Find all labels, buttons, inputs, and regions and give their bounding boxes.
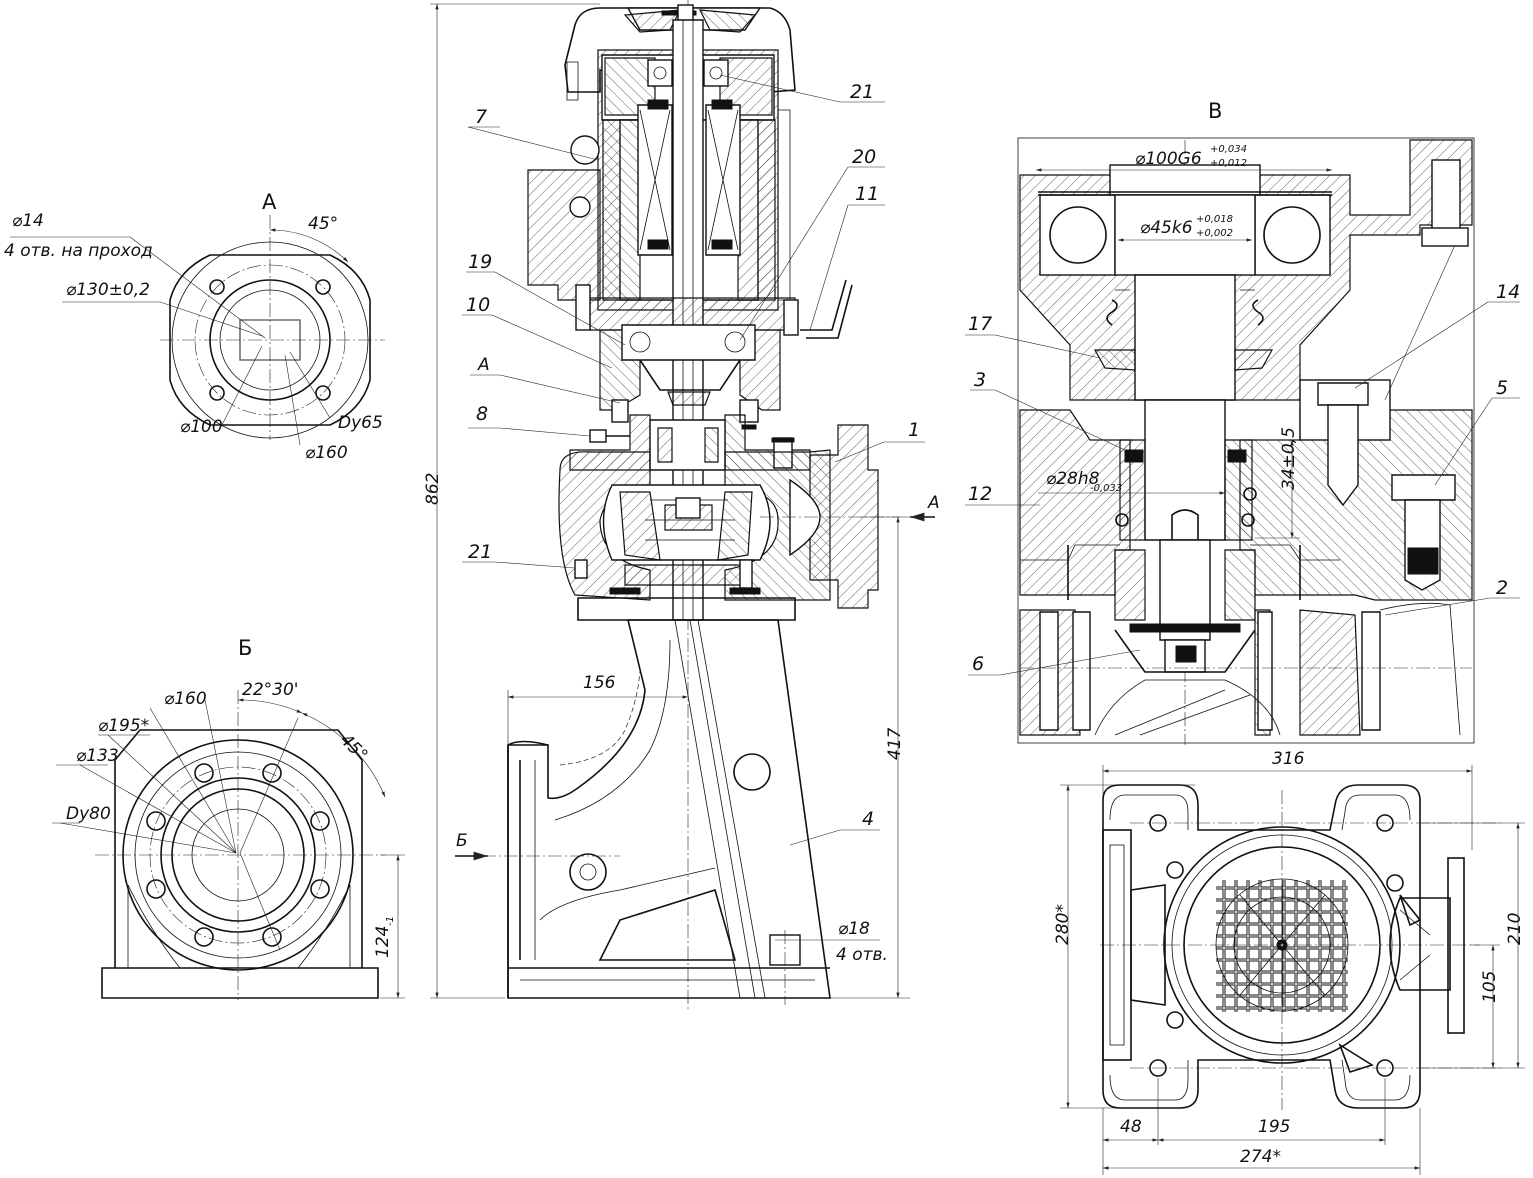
detail-shaft-dim: ⌀45k6 +0,018 +0,002 bbox=[1140, 214, 1233, 239]
plan-view: 316 280* bbox=[1053, 749, 1525, 1175]
part-label-7: 8 bbox=[476, 403, 488, 425]
view-a-holes-note: 4 отв. на проход bbox=[4, 241, 153, 261]
main-holes-dim: ⌀18 bbox=[838, 919, 870, 939]
view-a-outer-dim: ⌀160 bbox=[305, 443, 348, 463]
view-b-angle1-dim: 22°30' bbox=[242, 680, 298, 700]
main-arrow-b-label: Б bbox=[456, 831, 468, 851]
svg-text:+0,034: +0,034 bbox=[1210, 144, 1247, 155]
detail-bore-dim: ⌀100G6 +0,034 +0,012 bbox=[1135, 144, 1247, 169]
view-b-height-dim: 124 bbox=[373, 926, 393, 958]
view-b-bore-dim: ⌀133 bbox=[76, 746, 119, 766]
view-a-nominal-dim: Dy65 bbox=[338, 413, 383, 433]
detail-view-v: В bbox=[965, 99, 1520, 745]
main-arrow-a-label: А bbox=[927, 493, 940, 513]
part-label-1: 1 bbox=[908, 419, 920, 441]
plan-depth-dim: 280* bbox=[1053, 904, 1073, 945]
detail-seal-dim: ⌀28h8 -0,033 bbox=[1046, 469, 1122, 494]
detail-length-dim: 34±0,5 bbox=[1279, 427, 1299, 490]
part-label-14: 14 bbox=[1496, 281, 1520, 303]
view-a-title: А bbox=[262, 190, 277, 214]
part-label-6: 6 bbox=[972, 653, 984, 675]
part-label-3: 3 bbox=[974, 369, 986, 391]
plan-210-dim: 210 bbox=[1505, 913, 1525, 945]
view-b-outer-dim: ⌀195* bbox=[98, 716, 149, 736]
view-b-bolt-circle-dim: ⌀160 bbox=[164, 689, 207, 709]
view-a-bore-dim: ⌀100 bbox=[180, 417, 223, 437]
svg-text:+0,002: +0,002 bbox=[1196, 228, 1233, 239]
svg-text:⌀45k6: ⌀45k6 bbox=[1140, 218, 1193, 238]
view-v-title: В bbox=[1208, 99, 1222, 123]
view-b-angle2-dim: 45° bbox=[336, 730, 371, 765]
svg-text:⌀28h8: ⌀28h8 bbox=[1046, 469, 1100, 489]
plan-274-dim: 274* bbox=[1240, 1147, 1281, 1167]
view-b-title: Б bbox=[238, 636, 252, 660]
part-label-2: 2 bbox=[1496, 577, 1508, 599]
part-label-10: 10 bbox=[466, 294, 490, 316]
main-overall-height-dim: 862 bbox=[423, 473, 443, 505]
part-label-5: 5 bbox=[1496, 377, 1508, 399]
svg-text:+0,018: +0,018 bbox=[1196, 214, 1233, 225]
view-b-nominal-dim: Dy80 bbox=[66, 804, 111, 824]
part-label-21: 21 bbox=[468, 541, 492, 563]
part-label-17: 17 bbox=[968, 313, 992, 335]
main-inlet-height-dim: 417 bbox=[885, 727, 905, 760]
plan-width-dim: 316 bbox=[1272, 749, 1305, 769]
part-label-4: 4 bbox=[862, 808, 874, 830]
main-offset-dim: 156 bbox=[583, 673, 616, 693]
plan-48-dim: 48 bbox=[1120, 1117, 1142, 1137]
part-label-12: 12 bbox=[968, 483, 992, 505]
section-a-label: А bbox=[477, 355, 490, 375]
svg-text:⌀100G6: ⌀100G6 bbox=[1135, 149, 1202, 169]
plan-105-dim: 105 bbox=[1480, 971, 1500, 1003]
view-a-angle-dim: 45° bbox=[308, 214, 338, 234]
main-holes-note: 4 отв. bbox=[836, 945, 888, 965]
view-b-height-tol: -1 bbox=[385, 916, 396, 926]
part-label-8: 7 bbox=[475, 106, 487, 128]
main-section-view: 862 417 bbox=[423, 0, 940, 1010]
view-b: Б ⌀195* ⌀160 bbox=[52, 636, 405, 1000]
view-a-bolt-circle-dim: ⌀130±0,2 bbox=[66, 280, 150, 300]
view-a: А ⌀14 4 отв. на проход ⌀130±0,2 45° ⌀100… bbox=[4, 190, 385, 463]
svg-text:-0,033: -0,033 bbox=[1090, 483, 1122, 494]
view-a-holes-dim: ⌀14 bbox=[12, 211, 44, 231]
part-label-20: 21 bbox=[850, 81, 874, 103]
part-label-19: 20 bbox=[852, 146, 876, 168]
plan-195-dim: 195 bbox=[1258, 1117, 1290, 1137]
svg-text:+0,012: +0,012 bbox=[1210, 158, 1247, 169]
part-label-11: 11 bbox=[855, 183, 879, 205]
part-label-18: 19 bbox=[468, 251, 492, 273]
